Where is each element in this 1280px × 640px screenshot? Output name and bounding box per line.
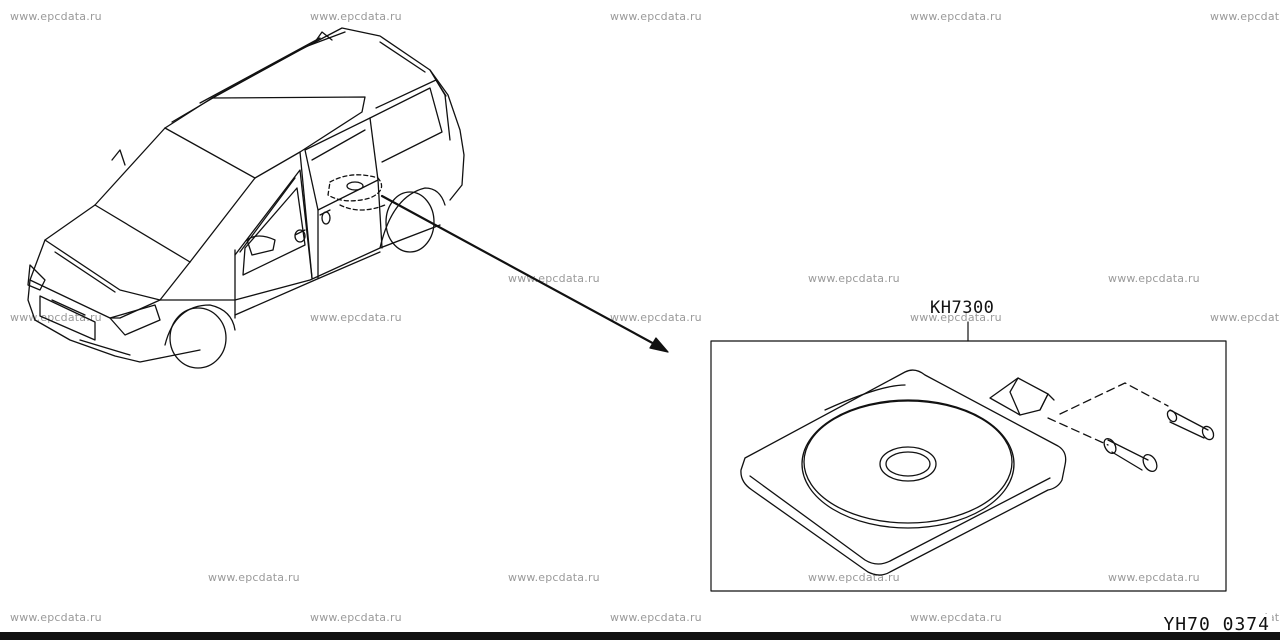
watermark: www.epcdata.ru: [1108, 571, 1200, 584]
watermark: www.epcdata.ru: [910, 10, 1002, 23]
watermark: www.epcdata.ru: [1210, 311, 1280, 324]
watermark: www.epcdata.ru: [610, 311, 702, 324]
watermark: www.epcdata.ru: [808, 272, 900, 285]
part-detail-box: [710, 321, 1227, 592]
vehicle-illustration: [27, 27, 465, 369]
watermark: www.epcdata.ru: [208, 571, 300, 584]
watermark: www.epcdata.ru: [310, 10, 402, 23]
watermark: www.epcdata.ru: [910, 311, 1002, 324]
watermark: www.epcdata.ru: [310, 611, 402, 624]
leader-arrow: [380, 194, 669, 353]
watermark: www.epcdata.ru: [610, 10, 702, 23]
diagram-code: YH70_0374: [1161, 614, 1272, 635]
watermark: www.epcdata.ru: [10, 611, 102, 624]
watermark: www.epcdata.ru: [310, 311, 402, 324]
watermark: www.epcdata.ru: [10, 10, 102, 23]
watermark: www.epcdata.ru: [508, 571, 600, 584]
watermark: www.epcdata.ru: [1210, 10, 1280, 23]
watermark: www.epcdata.ru: [508, 272, 600, 285]
watermark: www.epcdata.ru: [1108, 272, 1200, 285]
watermark: www.epcdata.ru: [910, 611, 1002, 624]
bottom-bar: [0, 632, 1280, 640]
watermark: www.epcdata.ru: [610, 611, 702, 624]
part-number-label: KH7300: [930, 298, 995, 318]
